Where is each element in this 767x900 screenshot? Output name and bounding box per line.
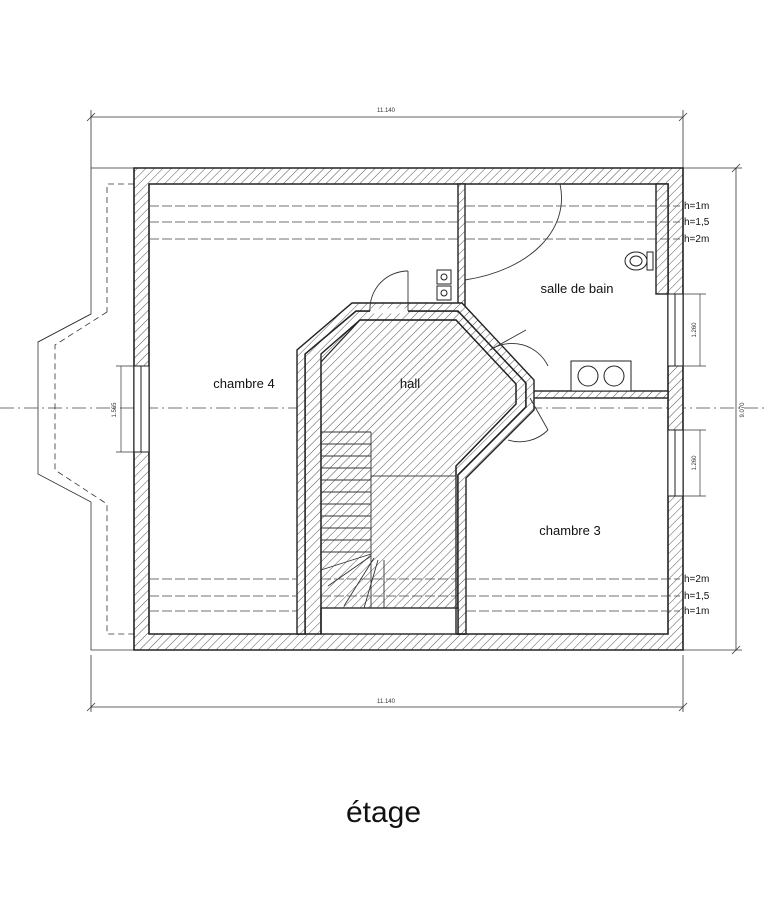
- outer-walls: [133, 167, 684, 651]
- window-left: [133, 365, 150, 453]
- height-mark-bottom-2: h=1,5: [684, 591, 710, 602]
- height-mark-top-2: h=1,5: [684, 217, 710, 228]
- height-lines: [149, 205, 680, 612]
- height-mark-bottom-3: h=1m: [684, 606, 709, 617]
- wall-outlets: [436, 269, 452, 301]
- room-label-chambre3: chambre 3: [539, 523, 600, 538]
- height-mark-bottom-1: h=2m: [684, 574, 709, 585]
- room-label-chambre4: chambre 4: [213, 376, 274, 391]
- dimension-depth-right: 9.070: [740, 402, 746, 418]
- door-bathroom-hall: [489, 329, 549, 367]
- dimension-top: [86, 110, 688, 168]
- window-right-upper-dimension: 1.260: [692, 322, 698, 338]
- dimension-width-top: 11.140: [377, 108, 396, 114]
- room-label-salle-de-bain: salle de bain: [541, 281, 614, 296]
- dimension-width-bottom: 11.140: [377, 699, 396, 705]
- inner-walls: [296, 183, 669, 635]
- window-left-dimension: 1.565: [112, 402, 118, 418]
- window-right-upper: [667, 293, 684, 367]
- door-chambre3: [507, 397, 549, 443]
- dimension-bottom: [86, 655, 688, 712]
- plan-caption: étage: [345, 796, 422, 829]
- staircase: [320, 431, 457, 609]
- toilet: [624, 251, 654, 271]
- window-dimensions: [116, 293, 706, 497]
- hall-wall-lines: [320, 319, 517, 634]
- window-right-lower-dimension: 1.260: [692, 455, 698, 471]
- double-sink: [570, 360, 632, 392]
- window-right-lower: [667, 429, 684, 497]
- dormer-outline: [37, 167, 134, 651]
- door-bathroom: [464, 183, 562, 281]
- height-mark-top-1: h=1m: [684, 201, 709, 212]
- height-mark-top-3: h=2m: [684, 234, 709, 245]
- room-label-hall: hall: [400, 376, 420, 391]
- dimension-right: [683, 163, 742, 655]
- door-chambre4: [369, 270, 409, 314]
